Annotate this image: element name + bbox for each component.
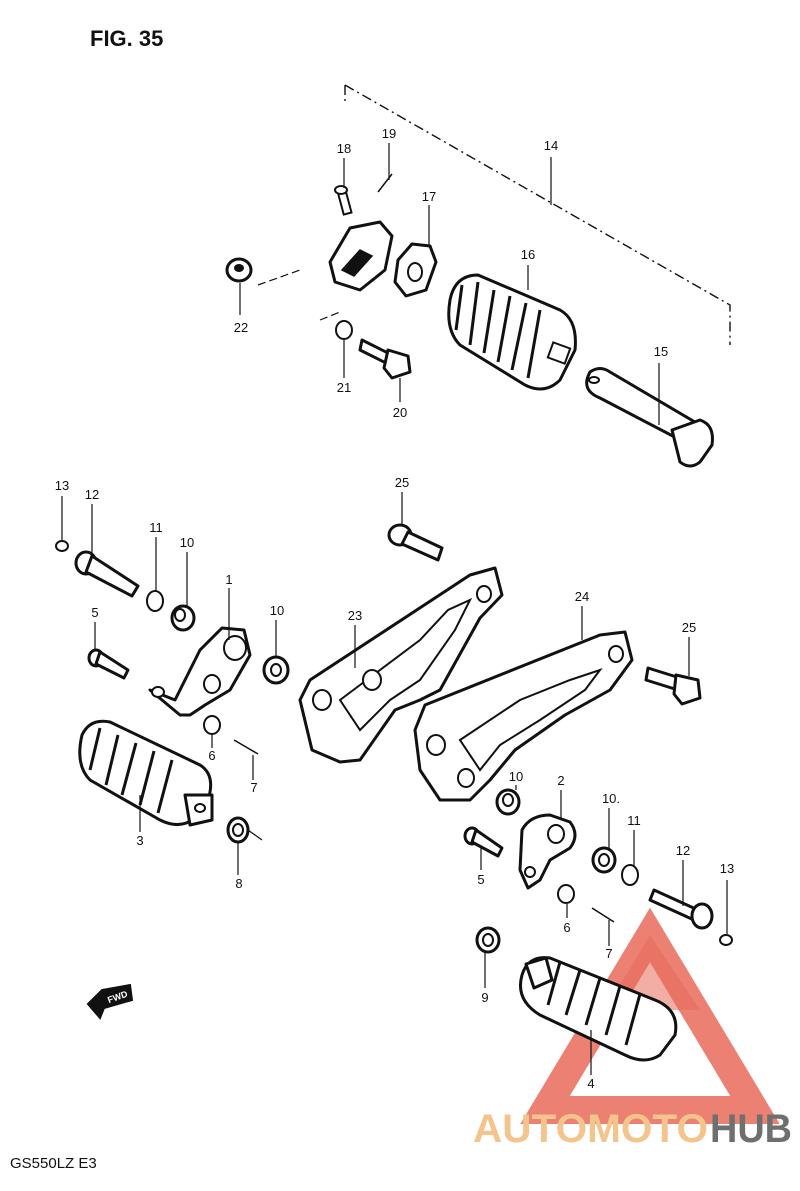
callout-19: 19 [382, 126, 396, 141]
callout-13-b: 13 [720, 861, 734, 876]
callout-15: 15 [654, 344, 668, 359]
part-10-bushing [170, 604, 196, 632]
part-25-bolt [387, 523, 444, 562]
forward-direction-arrow-icon: FWD [86, 983, 134, 1020]
part-10-bushing-b [262, 655, 290, 685]
part-21-washer [335, 320, 353, 340]
part-16-footrest-rubber [447, 273, 577, 391]
callout-11-b: 11 [627, 813, 641, 828]
part-25-bolt-b [644, 666, 702, 706]
part-10-bushing-c [495, 788, 521, 816]
part-19-cotter-pin [377, 173, 393, 193]
part-23-bracket [298, 566, 504, 764]
callout-3: 3 [136, 833, 143, 848]
callout-10: 10 [180, 535, 194, 550]
part-2-footrest-bracket [518, 813, 577, 890]
assembly-bracket-14 [344, 84, 731, 345]
part-12-pin [74, 550, 140, 598]
figure-title: FIG. 35 [90, 26, 163, 51]
part-11-washer [146, 590, 164, 612]
callout-11: 11 [149, 520, 163, 535]
part-13-clip-b [719, 934, 733, 946]
callout-9: 9 [481, 990, 488, 1005]
part-7-cotter-pin [233, 739, 259, 755]
part-footrest-holder [328, 220, 394, 292]
callout-20: 20 [393, 405, 407, 420]
callout-25-b: 25 [682, 620, 696, 635]
callout-18: 18 [337, 141, 351, 156]
callout-14: 14 [544, 138, 558, 153]
part-15-footrest-shaft [585, 367, 714, 468]
callout-8: 8 [235, 876, 242, 891]
callout-16: 16 [521, 247, 535, 262]
callout-7-b: 7 [605, 946, 612, 961]
leader-lines [61, 143, 728, 1075]
part-1-footrest-bracket [148, 626, 252, 717]
callout-6: 6 [208, 748, 215, 763]
callout-10-d: 10. [602, 791, 620, 806]
callout-7: 7 [250, 780, 257, 795]
callout-1: 1 [225, 572, 232, 587]
callout-21: 21 [337, 380, 351, 395]
part-7-cotter-pin-b [591, 907, 615, 923]
callout-5-b: 5 [477, 872, 484, 887]
part-3-footrest [78, 719, 214, 827]
part-18-pin [334, 185, 353, 216]
callout-10-c: 10 [509, 769, 523, 784]
callout-12: 12 [85, 487, 99, 502]
callout-5: 5 [91, 605, 98, 620]
callout-12-b: 12 [676, 843, 690, 858]
callout-25: 25 [395, 475, 409, 490]
callout-13: 13 [55, 478, 69, 493]
part-5-pin-b [463, 826, 504, 858]
part-20-bolt [358, 338, 412, 380]
part-4-footrest [519, 956, 678, 1062]
watermark-brand-part1: AUTOMOTO [473, 1107, 708, 1151]
part-13-clip [55, 540, 69, 552]
callout-4: 4 [587, 1076, 594, 1091]
part-9-spring [475, 926, 501, 954]
callout-2: 2 [557, 773, 564, 788]
callout-10-b: 10 [270, 603, 284, 618]
part-22-nut [225, 257, 253, 283]
callout-6-b: 6 [563, 920, 570, 935]
callout-24: 24 [575, 589, 589, 604]
watermark-logo: AUTOMOTO HUB [473, 1107, 792, 1151]
part-6-washer [203, 715, 221, 735]
callout-17: 17 [422, 189, 436, 204]
part-10-bushing-d [591, 846, 617, 874]
part-11-washer-b [621, 864, 639, 886]
part-8-spring [226, 816, 263, 844]
part-12-pin-b [648, 888, 714, 930]
part-5-pin [87, 648, 130, 680]
callout-labels: 14 18 19 17 16 15 22 21 20 13 12 11 10 1… [55, 126, 734, 1091]
part-17-plate [393, 242, 438, 298]
callout-23: 23 [348, 608, 362, 623]
part-24-bracket [413, 630, 634, 802]
part-6-washer-b [557, 884, 575, 904]
callout-22: 22 [234, 320, 248, 335]
model-code: GS550LZ E3 [10, 1155, 97, 1172]
watermark-brand-part2: HUB [710, 1107, 792, 1151]
